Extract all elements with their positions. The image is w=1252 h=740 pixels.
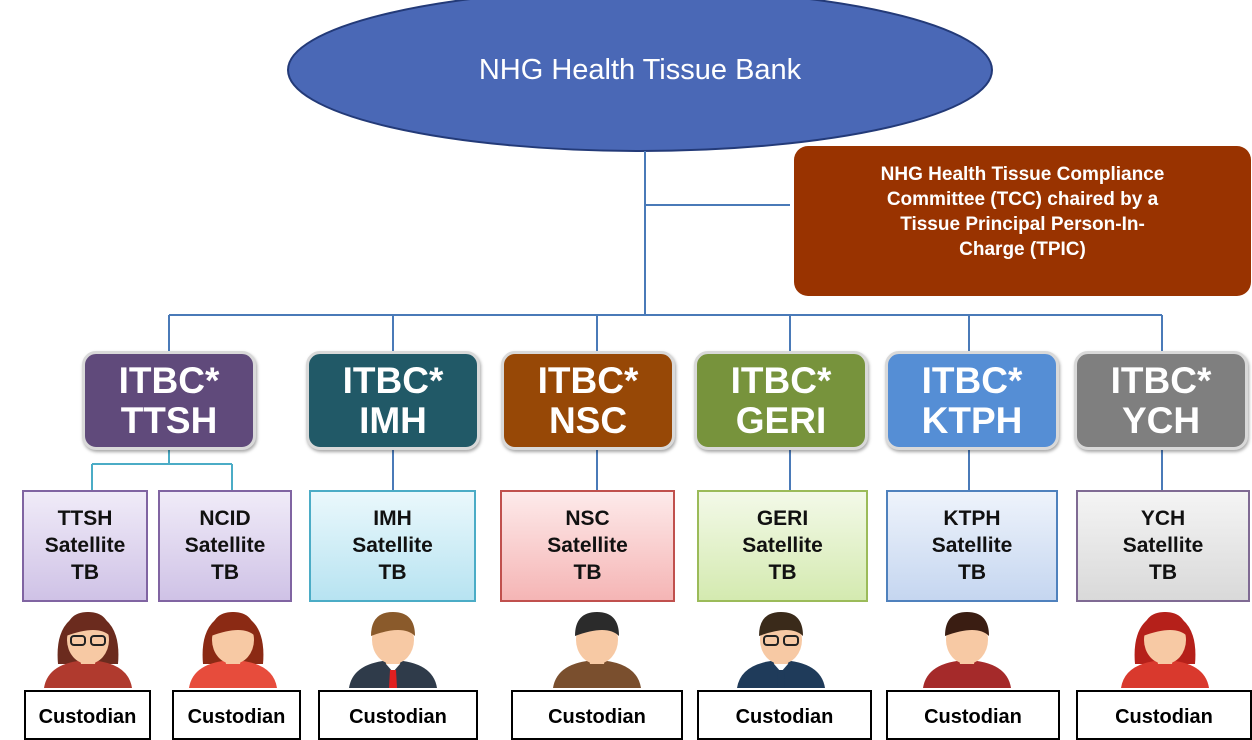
satellite-imh-l3: TB (378, 561, 407, 584)
satellite-ttsh-l1: TTSH (57, 507, 113, 530)
itbc-ttsh-line2: TTSH (120, 400, 218, 441)
custodian-avatar-1-icon (44, 612, 132, 688)
custodian-avatar-5-icon (737, 612, 825, 688)
tcc-line-2: Committee (TCC) chaired by a (886, 189, 1159, 210)
satellite-ncid: NCID Satellite TB (158, 490, 292, 602)
custodian-avatar-3-icon (349, 612, 437, 688)
satellite-geri-l1: GERI (756, 507, 809, 530)
satellite-ncid-l3: TB (211, 561, 239, 584)
itbc-nsc-box: ITBC* NSC (501, 351, 675, 450)
satellite-ych-l1: YCH (1140, 507, 1186, 530)
satellite-nsc-l3: TB (573, 561, 602, 584)
itbc-ktph-line2: KTPH (921, 400, 1023, 441)
tcc-line-4: Charge (TPIC) (959, 239, 1086, 260)
satellite-ktph-l1: KTPH (943, 507, 1001, 530)
satellite-nsc: NSC Satellite TB (500, 490, 675, 602)
satellite-imh-l1: IMH (373, 507, 412, 530)
satellite-ttsh-l3: TB (71, 561, 99, 584)
tcc-line-3: Tissue Principal Person-In- (900, 214, 1145, 235)
itbc-geri-line1: ITBC* (730, 360, 832, 401)
satellite-nsc-l2: Satellite (547, 534, 628, 557)
itbc-geri-box: ITBC* GERI (694, 351, 868, 450)
satellite-nsc-l1: NSC (565, 507, 610, 530)
satellite-ktph-l2: Satellite (931, 534, 1013, 557)
custodian-label-ych: Custodian (1076, 690, 1252, 740)
custodian-label-ttsh: Custodian (24, 690, 151, 740)
custodian-avatar-4-icon (553, 612, 641, 688)
custodian-avatar-2-icon (189, 612, 277, 688)
custodian-label-geri: Custodian (697, 690, 872, 740)
custodian-label-ncid: Custodian (172, 690, 301, 740)
itbc-ych-box: ITBC* YCH (1074, 351, 1248, 450)
itbc-imh-box: ITBC* IMH (306, 351, 480, 450)
itbc-ttsh-box: ITBC* TTSH (82, 351, 256, 450)
custodian-label-imh: Custodian (318, 690, 478, 740)
satellite-ttsh-l2: Satellite (44, 534, 126, 557)
itbc-ttsh-line1: ITBC* (118, 360, 220, 401)
satellite-geri: GERI Satellite TB (697, 490, 868, 602)
itbc-ych-line2: YCH (1121, 400, 1201, 441)
root-ellipse (287, 0, 993, 152)
custodian-avatars (44, 612, 1209, 688)
tcc-committee-box: NHG Health Tissue Compliance Committee (… (794, 146, 1251, 296)
itbc-nsc-line1: ITBC* (537, 360, 639, 401)
root-title: NHG Health Tissue Bank (478, 54, 802, 86)
itbc-imh-line2: IMH (359, 400, 427, 441)
custodian-label-nsc: Custodian (511, 690, 683, 740)
satellite-geri-l2: Satellite (742, 534, 823, 557)
satellite-ych-l2: Satellite (1122, 534, 1204, 557)
itbc-geri-line2: GERI (735, 400, 827, 441)
custodian-avatar-6-icon (923, 612, 1011, 688)
satellite-ncid-l1: NCID (199, 507, 251, 530)
itbc-imh-line1: ITBC* (342, 360, 444, 401)
satellite-geri-l3: TB (768, 561, 797, 584)
itbc-ktph-line1: ITBC* (921, 360, 1023, 401)
satellite-ktph: KTPH Satellite TB (886, 490, 1058, 602)
tcc-line-1: NHG Health Tissue Compliance (880, 164, 1165, 185)
connector-lines (91, 151, 1163, 490)
satellite-ttsh: TTSH Satellite TB (22, 490, 148, 602)
satellite-ych-l3: TB (1149, 561, 1177, 584)
itbc-ych-line1: ITBC* (1110, 360, 1212, 401)
itbc-ktph-box: ITBC* KTPH (885, 351, 1059, 450)
custodian-avatar-7-icon (1121, 612, 1209, 688)
satellite-imh: IMH Satellite TB (309, 490, 476, 602)
itbc-nsc-line2: NSC (548, 400, 628, 441)
satellite-imh-l2: Satellite (352, 534, 433, 557)
satellite-ych: YCH Satellite TB (1076, 490, 1250, 602)
satellite-ktph-l3: TB (958, 561, 986, 584)
custodian-label-ktph: Custodian (886, 690, 1060, 740)
satellite-ncid-l2: Satellite (184, 534, 266, 557)
